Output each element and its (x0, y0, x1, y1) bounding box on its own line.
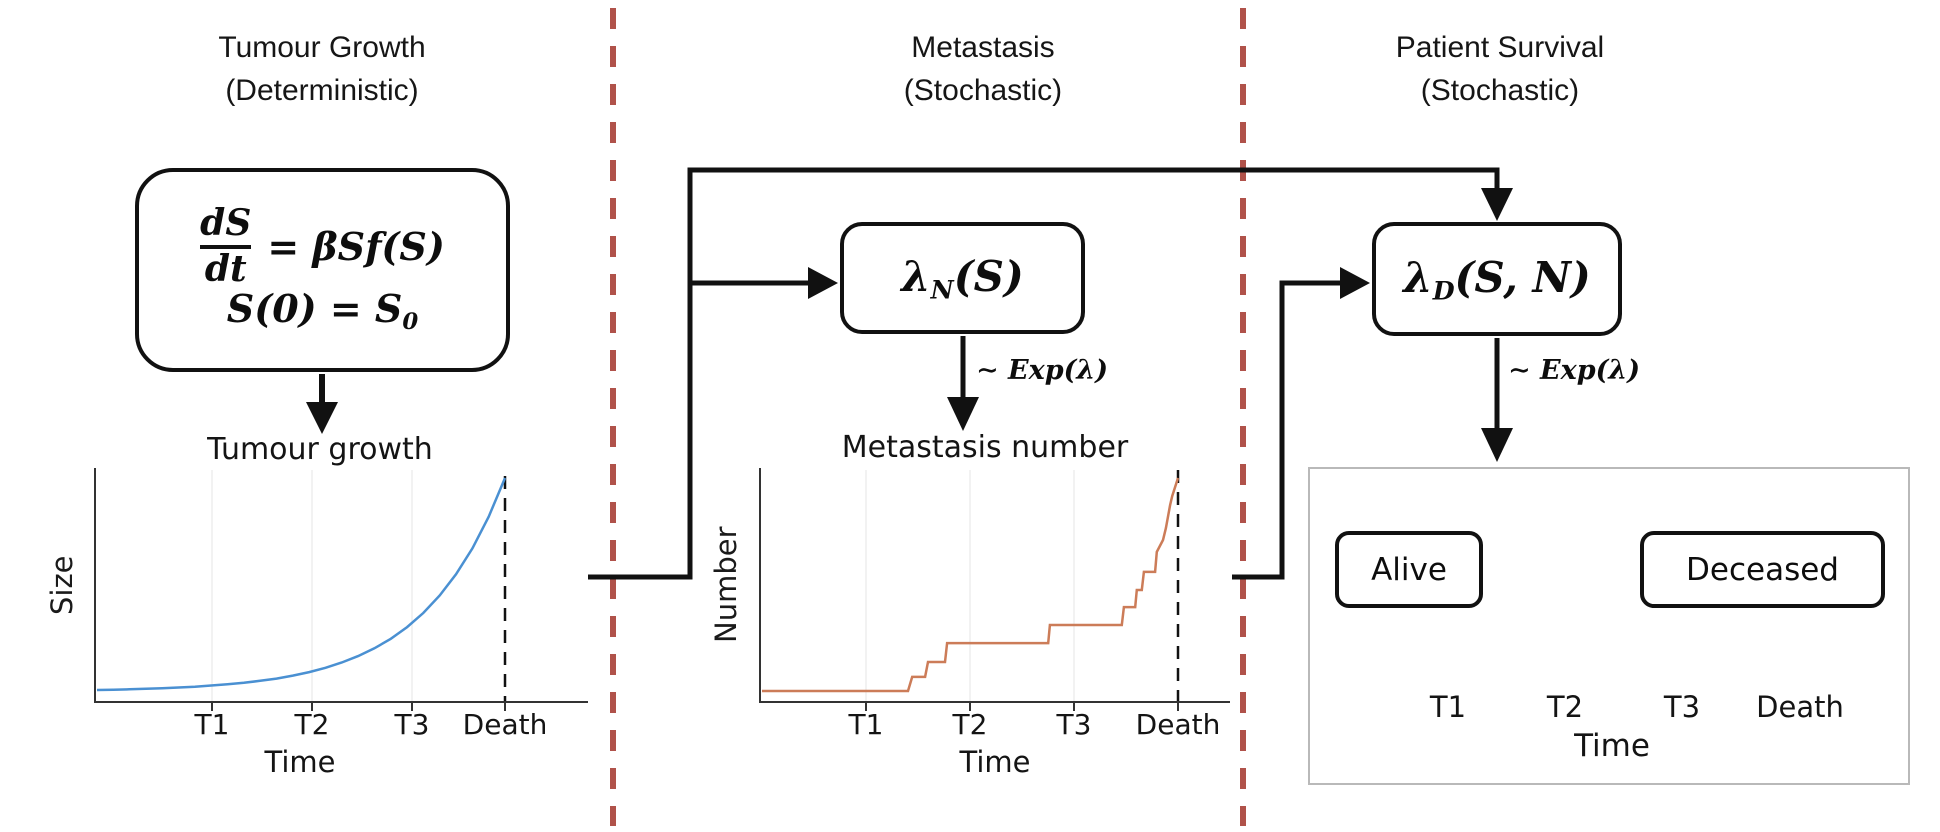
lambda-d-box: λD(S, N) (1372, 222, 1622, 336)
tumour-plot-gridlines (211, 470, 413, 701)
ode-denominator: dt (204, 247, 247, 290)
metastasis-plot-xlabel: Time (959, 745, 1031, 779)
metastasis-plot-axes (759, 468, 1230, 703)
equation-to-plot-arrowhead (306, 402, 338, 434)
middle-panel-title-line2: (Stochastic) (903, 74, 1063, 107)
survival-exp-label: ∼ Exp(λ) (1508, 355, 1641, 386)
left-panel-title: Tumour Growth (Deterministic) (122, 26, 522, 112)
metastasis-tick-t2: T2 (952, 708, 988, 741)
tumour-tick-t2: T2 (294, 708, 330, 741)
tumour-tick-death: Death (462, 708, 548, 741)
metastasis-plot-gridlines (865, 470, 1075, 701)
lambda-n-args: (S) (953, 251, 1024, 301)
right-panel-title-line2: (Stochastic) (1420, 74, 1580, 107)
tumour-growth-curve (96, 477, 507, 692)
initial-condition: S(0) = S0 (227, 286, 418, 335)
survival-timeline-xlabel: Time (1574, 728, 1650, 764)
lambda-n-down-arrowhead (947, 397, 979, 431)
tumour-tick-t1: T1 (194, 708, 230, 741)
alive-state-box: Alive (1335, 531, 1483, 608)
survival-tick-death: Death (1756, 690, 1844, 724)
middle-panel-title-line1: Metastasis (911, 31, 1055, 64)
metastasis-plot-tick-marks (865, 702, 1179, 711)
left-panel-title-line2: (Deterministic) (225, 74, 419, 107)
deceased-label: Deceased (1686, 551, 1839, 588)
tumour-plot-xlabel: Time (264, 745, 336, 779)
metastasis-number-label: Metastasis number (841, 430, 1129, 465)
metastasis-step-curve (762, 477, 1180, 693)
lambda-n-box: λN(S) (840, 222, 1085, 334)
tumour-growth-label: Tumour growth (207, 432, 433, 467)
right-panel-title-line1: Patient Survival (1395, 31, 1605, 64)
fraction-bar (200, 244, 252, 249)
lambda-d-symbol: λ (1403, 252, 1433, 302)
lambda-n-symbol: λ (901, 251, 931, 301)
tumour-plot-axes (94, 468, 588, 703)
lambda-d-expression: λD(S, N) (1403, 253, 1591, 306)
lambda-d-down-arrowhead (1481, 428, 1513, 462)
size-signal-connector (588, 167, 1500, 580)
alive-label: Alive (1371, 551, 1447, 588)
number-to-lambda-d-arrowhead (1340, 267, 1370, 299)
deceased-state-box: Deceased (1640, 531, 1885, 608)
metastasis-tick-t3: T3 (1056, 708, 1092, 741)
initial-condition-text: S(0) = S (226, 286, 403, 332)
survival-tick-t2: T2 (1546, 690, 1584, 724)
survival-panel (1308, 467, 1910, 785)
number-signal-connector (1232, 280, 1341, 580)
lambda-d-args: (S, N) (1454, 252, 1591, 302)
ode-numerator: dS (200, 201, 252, 244)
size-to-lambda-d-arrowhead (1481, 188, 1513, 221)
survival-tick-t3: T3 (1663, 690, 1701, 724)
survival-tick-t1: T1 (1429, 690, 1467, 724)
metastasis-plot-ylabel: Number (709, 526, 743, 644)
lambda-n-expression: λN(S) (901, 252, 1024, 305)
ode-equation-box: dS dt = βSf(S) S(0) = S0 (135, 168, 510, 372)
ode-equation-row: dS dt = βSf(S) (200, 201, 445, 290)
metastasis-tick-t1: T1 (848, 708, 884, 741)
left-panel-title-line1: Tumour Growth (218, 31, 426, 64)
initial-condition-subscript: 0 (402, 309, 419, 336)
tumour-tick-t3: T3 (394, 708, 430, 741)
tumour-plot-ylabel: Size (45, 555, 79, 615)
lambda-n-subscript: N (930, 274, 954, 305)
right-panel-title: Patient Survival (Stochastic) (1300, 26, 1700, 112)
size-to-lambda-n-arrowhead (808, 267, 838, 299)
metastasis-exp-label: ∼ Exp(λ) (976, 355, 1109, 386)
lambda-d-subscript: D (1432, 275, 1455, 306)
metastasis-tick-death: Death (1135, 708, 1221, 741)
ode-rhs: = βSf(S) (267, 224, 445, 270)
middle-panel-title: Metastasis (Stochastic) (783, 26, 1183, 112)
ode-fraction: dS dt (200, 201, 252, 290)
tumour-plot-tick-marks (211, 702, 506, 711)
